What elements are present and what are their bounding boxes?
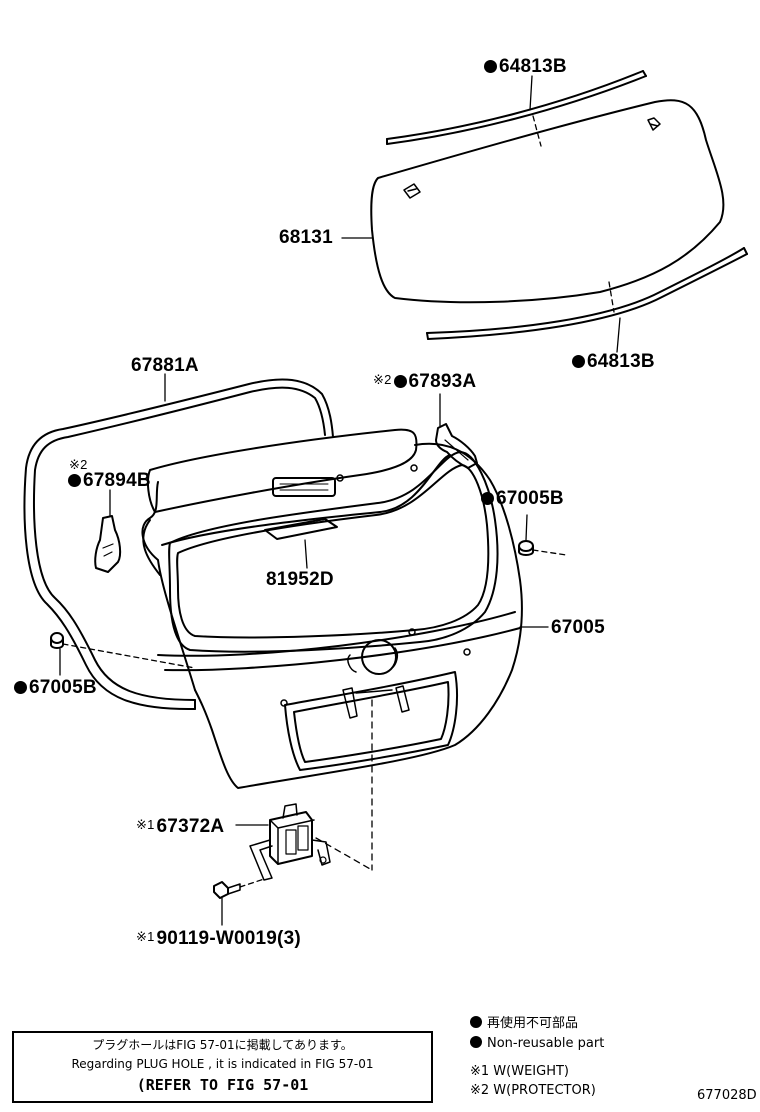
plug-hole-note: プラグホールはFIG 57-01に掲載してあります。 Regarding PLU… bbox=[12, 1031, 433, 1103]
part-label-68131: 68131 bbox=[279, 227, 333, 248]
non-reusable-dot-icon bbox=[393, 375, 407, 388]
part-label-67881a: 67881A bbox=[131, 355, 199, 376]
note-line-english: Regarding PLUG HOLE , it is indicated in… bbox=[71, 1057, 374, 1071]
back-window-glass bbox=[370, 99, 725, 304]
part-label-81952d: 81952D bbox=[266, 569, 334, 590]
door-weight bbox=[235, 699, 373, 881]
non-reusable-dot-icon bbox=[572, 355, 585, 368]
protector-right bbox=[435, 393, 478, 469]
legend-item-weight: ※1 W(WEIGHT) bbox=[470, 1064, 569, 1079]
drawing-number: 677028D bbox=[697, 1088, 757, 1103]
non-reusable-dot-icon bbox=[470, 1036, 482, 1048]
non-reusable-dot-icon bbox=[14, 681, 27, 694]
non-reusable-dot-icon bbox=[481, 492, 494, 505]
non-reusable-dot-icon bbox=[470, 1016, 482, 1028]
non-reusable-dot-icon bbox=[484, 60, 497, 73]
part-label-64813b-bottom: 64813B bbox=[572, 352, 655, 372]
part-label-67005b-right: 67005B bbox=[481, 489, 564, 509]
legend-item-protector: ※2 W(PROTECTOR) bbox=[470, 1083, 596, 1098]
part-label-67894b-mark: ※2 bbox=[69, 457, 88, 472]
cushion-left bbox=[50, 632, 196, 676]
upper-glass-molding bbox=[386, 70, 647, 145]
part-label-64813b-top: 64813B bbox=[484, 57, 567, 77]
lower-glass-molding bbox=[426, 247, 748, 340]
back-door-panel bbox=[141, 428, 549, 789]
legend-item-non-reusable: Non-reusable part bbox=[470, 1036, 604, 1052]
legend-item-japanese: 再使用不可部品 bbox=[470, 1016, 578, 1032]
leader-lines-top bbox=[341, 75, 621, 353]
stop-lamp-cover bbox=[264, 518, 338, 569]
door-weatherstrip bbox=[23, 373, 334, 711]
part-label-67005b-left: 67005B bbox=[14, 678, 97, 698]
note-line-refer: (REFER TO FIG 57-01 bbox=[136, 1076, 309, 1094]
part-label-67005: 67005 bbox=[551, 617, 605, 638]
protector-left bbox=[94, 489, 122, 573]
weight-bolt bbox=[213, 878, 265, 926]
cushion-right bbox=[518, 514, 567, 556]
note-line-japanese: プラグホールはFIG 57-01に掲載してあります。 bbox=[92, 1038, 353, 1052]
part-label-67894b: 67894B bbox=[68, 471, 151, 491]
non-reusable-dot-icon bbox=[68, 474, 81, 487]
